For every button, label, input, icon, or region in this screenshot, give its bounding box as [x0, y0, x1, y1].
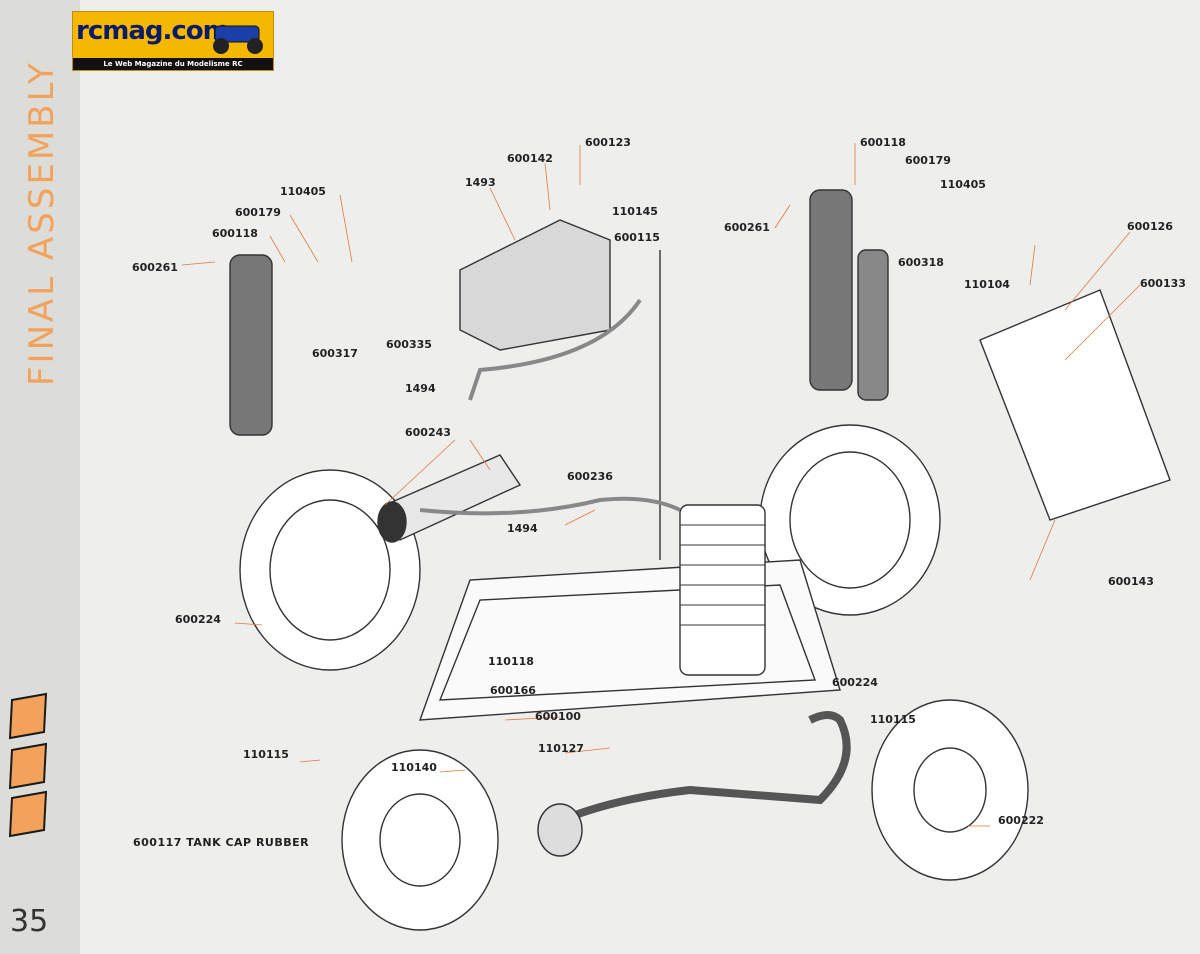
page-number: 35 [10, 904, 49, 939]
callout-110127: 110127 [538, 742, 584, 755]
callout-110145: 110145 [612, 205, 658, 218]
callout-600100: 600100 [535, 710, 581, 723]
callout-600222: 600222 [998, 814, 1044, 827]
callout-600143: 600143 [1108, 575, 1154, 588]
callout-600166: 600166 [490, 684, 536, 697]
callout-600236: 600236 [567, 470, 613, 483]
callout-600179-left: 600179 [235, 206, 281, 219]
model-logo-icon [8, 692, 48, 838]
callout-600318: 600318 [898, 256, 944, 269]
callout-600261-left: 600261 [132, 261, 178, 274]
callout-1494-bottom: 1494 [507, 522, 538, 535]
assembly-diagram: 600123 600142 1493 110145 600115 110405 … [132, 136, 1186, 931]
callout-600142: 600142 [507, 152, 553, 165]
site-name: rcmag.com [76, 16, 230, 46]
callout-600335: 600335 [386, 338, 432, 351]
callout-600118-right: 600118 [860, 136, 906, 149]
callout-110104: 110104 [964, 278, 1010, 291]
callout-600115: 600115 [614, 231, 660, 244]
site-tagline: Le Web Magazine du Modelisme RC [73, 58, 273, 70]
callout-1493: 1493 [465, 176, 496, 189]
callout-600118-left: 600118 [212, 227, 258, 240]
callout-600261-right: 600261 [724, 221, 770, 234]
callout-600126: 600126 [1127, 220, 1173, 233]
sidebar: FINAL ASSEMBLY 35 [0, 0, 80, 954]
leader-lines [181, 143, 1141, 827]
callout-110118: 110118 [488, 655, 534, 668]
callout-labels: 600123 600142 1493 110145 600115 110405 … [132, 136, 1186, 827]
callout-600133: 600133 [1140, 277, 1186, 290]
callout-600123: 600123 [585, 136, 631, 149]
site-logo: rcmag.com Le Web Magazine du Modelisme R… [72, 11, 274, 71]
callout-110115-right: 110115 [870, 713, 916, 726]
car-illustration [229, 189, 1171, 931]
tank-cap-note: 600117 TANK CAP RUBBER [133, 836, 310, 849]
callout-600224-right: 600224 [832, 676, 878, 689]
car-logo-icon [213, 25, 263, 54]
callout-600317: 600317 [312, 347, 358, 360]
callout-110115-left: 110115 [243, 748, 289, 761]
callout-110405-right: 110405 [940, 178, 986, 191]
callout-1494-top: 1494 [405, 382, 436, 395]
callout-600224-left: 600224 [175, 613, 221, 626]
callout-110405-left: 110405 [280, 185, 326, 198]
callout-600179-right: 600179 [905, 154, 951, 167]
callout-600243: 600243 [405, 426, 451, 439]
callout-110140: 110140 [391, 761, 437, 774]
section-title: FINAL ASSEMBLY [22, 60, 62, 386]
